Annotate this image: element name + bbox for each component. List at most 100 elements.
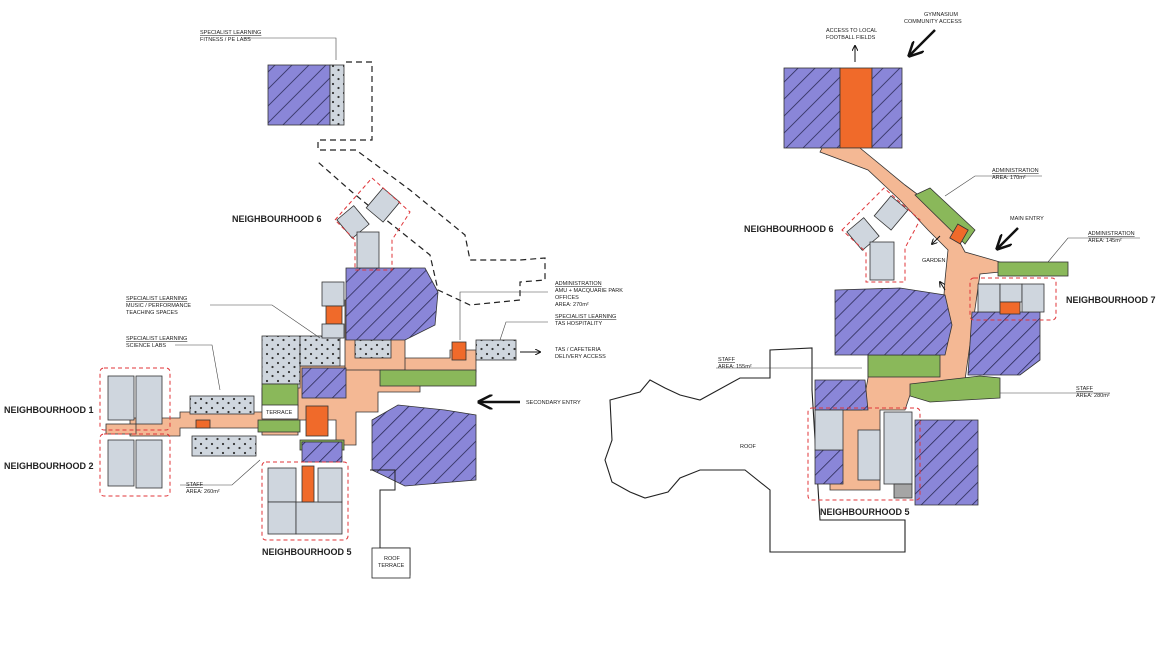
science-lab-dotted-2 xyxy=(191,435,257,457)
pe-labs-dotted xyxy=(329,64,345,126)
admin-orange-1 xyxy=(949,223,969,245)
n2-classroom xyxy=(107,439,135,487)
green-left-2 xyxy=(257,419,301,433)
n6-right-classroom-2 xyxy=(873,195,909,231)
staff-title: STAFF xyxy=(186,482,204,488)
n5-left-orange xyxy=(301,465,315,503)
se-hatched-block xyxy=(371,404,477,487)
admin-title: ADMINISTRATION xyxy=(555,281,602,287)
n5-left-hatched xyxy=(301,441,343,463)
terrace-orange xyxy=(305,405,329,437)
n5-left-classrooms-4 xyxy=(317,467,343,503)
science-title: SPECIALIST LEARNING xyxy=(126,336,187,342)
neighbourhood-7-right: NEIGHBOURHOOD 7 xyxy=(1066,295,1156,305)
science-lab-dotted xyxy=(189,395,255,415)
n6-left-classroom-2 xyxy=(365,187,401,223)
admin1-title: ADMINISTRATION xyxy=(992,168,1039,174)
fitness-sub: FITNESS / PE LABS xyxy=(200,37,251,43)
music-dotted-3 xyxy=(354,339,392,359)
gym-hatched-right xyxy=(871,67,903,149)
leader-admin2 xyxy=(1047,237,1140,263)
neighbourhood-6-right: NEIGHBOURHOOD 6 xyxy=(744,224,834,234)
music-sub1: MUSIC / PERFORMANCE xyxy=(126,303,191,309)
hall-hatched-small xyxy=(301,367,347,399)
fitness-title: SPECIALIST LEARNING xyxy=(200,30,261,36)
leader-tas xyxy=(499,321,548,341)
n1-classroom xyxy=(107,375,135,421)
secondary-entry: SECONDARY ENTRY xyxy=(526,400,581,406)
staff2-title: STAFF xyxy=(1076,386,1094,392)
n2-classroom-2 xyxy=(135,439,163,489)
right-labels: ACCESS TO LOCAL FOOTBALL FIELDS GYMNASIU… xyxy=(718,12,1156,517)
tas-strip-dotted xyxy=(475,339,517,361)
staff1-area: AREA: 155m² xyxy=(718,364,752,370)
tas-orange xyxy=(451,341,467,361)
staff-green-2 xyxy=(909,375,1001,403)
n5-right-classroom-1 xyxy=(814,409,844,451)
cafeteria-1: TAS / CAFETERIA xyxy=(555,347,601,353)
gym-2: COMMUNITY ACCESS xyxy=(904,19,962,25)
tas-title: SPECIALIST LEARNING xyxy=(555,314,616,320)
main-entry: MAIN ENTRY xyxy=(1010,216,1044,222)
pe-labs-hatched xyxy=(267,64,331,126)
terrace-label: TERRACE xyxy=(266,410,293,416)
admin1-area: AREA: 170m² xyxy=(992,175,1026,181)
neighbourhood-5-right: NEIGHBOURHOOD 5 xyxy=(820,507,910,517)
se-hatched-right xyxy=(914,419,979,506)
admin2-area: AREA: 145m² xyxy=(1088,238,1122,244)
n5-left-classrooms xyxy=(267,467,297,503)
neighbourhood-1: NEIGHBOURHOOD 1 xyxy=(4,405,94,415)
n7-classroom-3 xyxy=(1021,283,1045,313)
football-1: ACCESS TO LOCAL xyxy=(826,28,877,34)
music-orange xyxy=(325,305,343,325)
admin-sub2: OFFICES xyxy=(555,295,579,301)
staff-left-orange xyxy=(195,419,211,429)
music-dotted xyxy=(261,335,301,385)
n5-right-outline xyxy=(807,407,921,501)
n2-outline xyxy=(99,433,171,497)
gym-orange xyxy=(839,67,873,149)
neighbourhood-5: NEIGHBOURHOOD 5 xyxy=(262,547,352,557)
garden-label: GARDEN xyxy=(922,258,946,264)
terrace-box xyxy=(261,404,299,420)
roof-terrace-2: TERRACE xyxy=(378,563,405,569)
n5-right-classroom-3 xyxy=(883,411,913,485)
tas-sub: TAS HOSPITALITY xyxy=(555,321,602,327)
n7-classroom-2 xyxy=(999,283,1023,303)
central-hatched-block xyxy=(345,267,439,341)
roof-terrace-1: ROOF xyxy=(384,556,401,562)
gym-hatched-left xyxy=(783,67,841,149)
n5-right-hatched xyxy=(814,449,844,485)
n5-left-classrooms-3 xyxy=(295,501,343,535)
admin-green-2 xyxy=(997,261,1069,277)
hall-hatched-right xyxy=(834,287,953,356)
music-grey xyxy=(321,281,345,307)
n6-left-classroom-3 xyxy=(356,231,380,269)
music-dotted-2 xyxy=(299,335,341,367)
leader-fitness xyxy=(245,37,337,60)
n6-outline xyxy=(334,177,411,271)
n5-left-classrooms-2 xyxy=(267,501,297,535)
sw-hatched xyxy=(814,379,869,411)
leader-admin1 xyxy=(944,175,1042,197)
n5-outline xyxy=(261,461,349,541)
neighbourhood-2: NEIGHBOURHOOD 2 xyxy=(4,461,94,471)
roof-label: ROOF xyxy=(740,444,757,450)
staff-area: AREA: 260m² xyxy=(186,489,220,495)
n7-classroom-1 xyxy=(977,283,1001,313)
n7-arrow xyxy=(940,282,946,291)
music-title: SPECIALIST LEARNING xyxy=(126,296,187,302)
n5-right-grey-dark xyxy=(893,483,913,499)
n6-right-classroom-3 xyxy=(869,241,895,281)
leader-science xyxy=(175,344,221,391)
admin2-title: ADMINISTRATION xyxy=(1088,231,1135,237)
neighbourhood-6: NEIGHBOURHOOD 6 xyxy=(232,214,322,224)
cafeteria-2: DELIVERY ACCESS xyxy=(555,354,606,360)
staff1-title: STAFF xyxy=(718,357,736,363)
left-labels: SPECIALIST LEARNING FITNESS / PE LABS SP… xyxy=(4,30,623,569)
admin-area: AREA: 270m² xyxy=(555,302,589,308)
music-sub2: TEACHING SPACES xyxy=(126,310,178,316)
right-plan xyxy=(604,29,1140,553)
n5-right-classroom-2 xyxy=(857,429,881,481)
